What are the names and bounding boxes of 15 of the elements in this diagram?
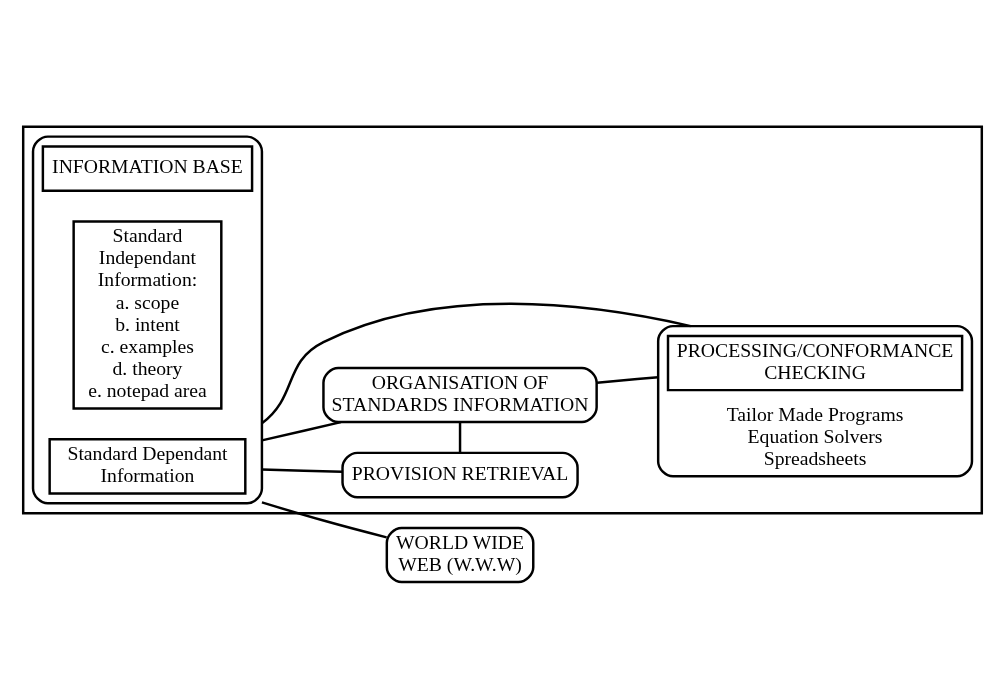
connector <box>596 375 659 384</box>
node-box: WORLD WIDE WEB (W.W.W) <box>385 526 535 584</box>
cluster <box>31 135 264 505</box>
connector <box>261 302 691 425</box>
connector <box>261 468 343 473</box>
cluster <box>21 125 984 515</box>
connector <box>261 501 387 539</box>
node-box: ORGANISATION OF STANDARDS INFORMATION <box>322 366 598 424</box>
connector <box>458 422 462 453</box>
node-box: INFORMATION BASE <box>41 145 254 192</box>
node-box: PROCESSING/CONFORMANCE CHECKING <box>666 334 964 392</box>
node-box: Standard Independant Information: a. scope b. intent c. examples d. theory e. notepad area <box>72 220 223 410</box>
node-box: Standard Dependant Information <box>48 438 247 495</box>
node-box: PROVISION RETRIEVAL <box>341 451 579 499</box>
connector <box>261 420 342 442</box>
